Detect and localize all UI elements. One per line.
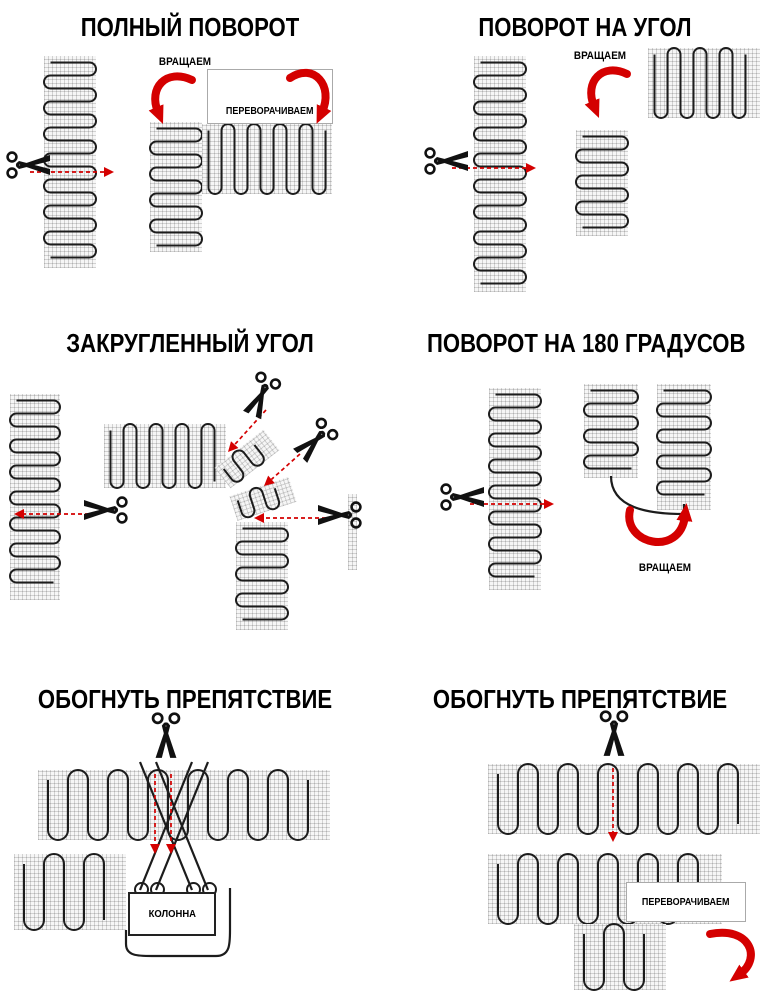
scissors-icon [6,150,52,180]
panel-title-full-turn: ПОЛНЫЙ ПОВОРОТ [80,12,300,42]
mesh-strip [348,494,357,570]
scissors-icon [82,495,128,525]
bypass-cables [126,761,218,896]
heating-mat [473,56,527,292]
flip-label: ПЕРЕВОРАЧИВАЕМ [226,106,314,117]
heating-mat-diagonal-piece [229,477,297,521]
rotate-label: ВРАЩАЕМ [158,56,212,68]
heating-mat [235,522,289,630]
flip-label: ПЕРЕВОРАЧИВАЕМ [642,896,730,908]
heating-mat [14,853,126,931]
rotate-arrow-icon [584,64,632,119]
heating-mat [43,56,97,268]
rotate-label: ВРАЩАЕМ [573,50,627,62]
cut-line-arrow [12,506,98,522]
scissors-icon [440,482,486,512]
heating-mat [104,423,226,489]
flip-arrow-icon [284,66,334,124]
cut-line-arrow [450,160,538,176]
heating-mat [575,130,629,236]
panel-title-rounded-corner: ЗАКРУГЛЕННЫЙ УГОЛ [66,328,314,358]
heating-mat [149,122,203,252]
cut-line-arrow [468,496,556,512]
cut-line-arrow [252,510,328,526]
heating-mat [648,47,760,119]
scissors-icon [238,369,285,423]
rotate-arrow-icon [622,503,693,552]
panel-title-180-turn: ПОВОРОТ НА 180 ГРАДУСОВ [427,328,746,358]
cut-line-arrow [606,766,620,844]
rotate-label: ВРАЩАЕМ [638,562,692,574]
rotate-arrow-icon [146,70,198,125]
scissors-icon [150,712,182,760]
heating-mat [488,388,542,590]
heating-mat [656,384,712,510]
cut-line-arrow [28,164,116,180]
panel-title-corner-turn: ПОВОРОТ НА УГОЛ [478,12,692,42]
scissors-icon [598,710,630,758]
heating-mat-diagonal-piece [214,429,280,489]
heating-mat [488,763,760,835]
panel-title-obstacle-right: ОБОГНУТЬ ПРЕПЯТСТВИЕ [432,684,728,714]
scissors-icon [316,500,362,530]
heating-mat [9,394,61,600]
heating-mat [583,384,639,478]
scissors-icon [424,146,470,176]
scissors-icon [288,414,342,468]
flip-arrow-icon [700,926,760,982]
column-label: КОЛОННА [148,908,196,920]
cut-line-arrow [164,772,178,856]
cut-line-arrow [258,452,304,492]
flip-label-box: ПЕРЕВОРАЧИВАЕМ [626,882,746,922]
heating-mat [202,123,332,195]
heating-mat [574,923,666,991]
panel-title-obstacle-left: ОБОГНУТЬ ПРЕПЯТСТВИЕ [37,684,333,714]
column-label-box: КОЛОННА [128,892,216,936]
cable-connector [112,886,242,960]
cut-line-arrow [148,772,162,856]
